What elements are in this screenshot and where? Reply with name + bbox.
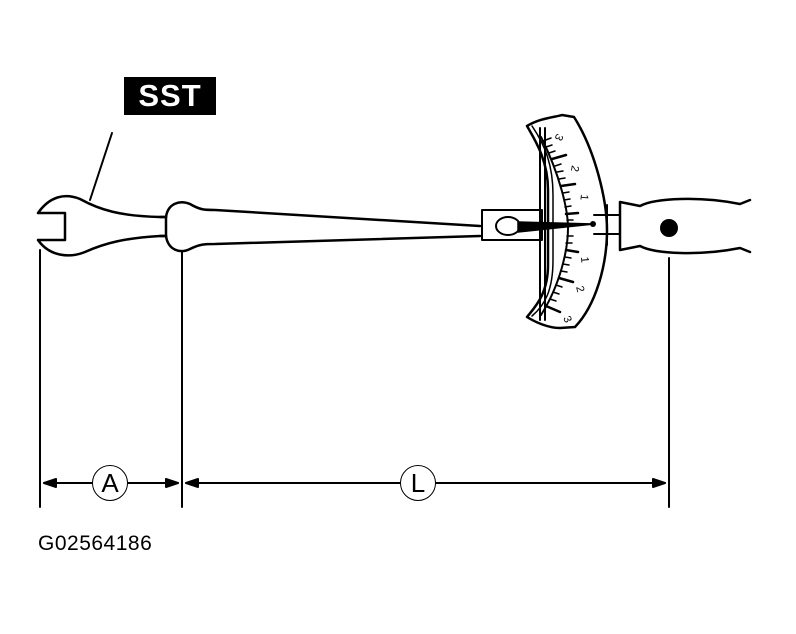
sst-leader-line bbox=[89, 132, 113, 201]
gauge-ticks-lower bbox=[544, 235, 580, 314]
wrench-handle-icon bbox=[618, 197, 752, 255]
sst-label: SST bbox=[124, 77, 216, 115]
dimension-line-l bbox=[185, 478, 666, 488]
gauge-dial-icon bbox=[525, 113, 609, 330]
figure-id: G02564186 bbox=[38, 532, 153, 555]
gauge-num-lower-1: 1 bbox=[578, 256, 590, 263]
dimension-extension-lines bbox=[39, 249, 670, 508]
gauge-needle-icon bbox=[517, 221, 595, 233]
dimension-a-label: A bbox=[92, 465, 128, 501]
dimension-l-label: L bbox=[400, 465, 436, 501]
gauge-ticks-upper bbox=[542, 137, 580, 221]
handle-pivot-dot-icon bbox=[660, 219, 678, 237]
gauge-num-lower-2: 2 bbox=[573, 285, 586, 294]
gauge-num-upper-1: 1 bbox=[577, 194, 589, 201]
gauge-num-upper-2: 2 bbox=[568, 164, 581, 172]
gauge-num-upper-3: 3 bbox=[552, 132, 565, 143]
sst-wrench-icon bbox=[36, 195, 168, 257]
gauge-scale-numbers: 3 2 1 1 2 3 bbox=[552, 132, 591, 325]
dimension-line-a bbox=[43, 478, 179, 488]
gauge-num-lower-3: 3 bbox=[560, 314, 573, 325]
wrench-beam-icon bbox=[164, 201, 482, 253]
